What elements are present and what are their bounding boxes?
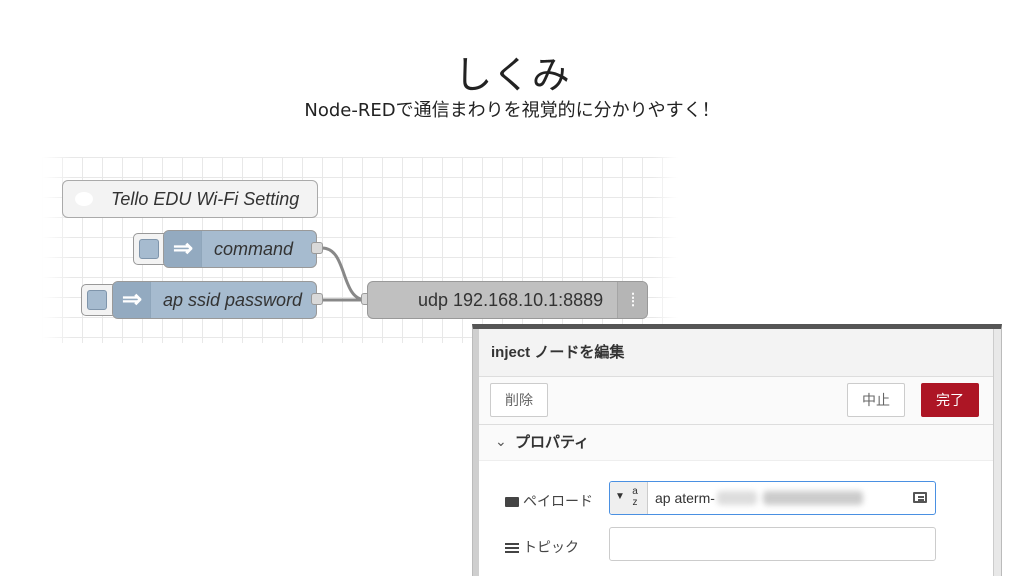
caret-down-icon: ▼ [615, 491, 625, 502]
comment-node[interactable]: Tello EDU Wi-Fi Setting [62, 180, 318, 218]
slide-title: しくみ [454, 53, 570, 97]
udp-signal-icon: ⦙ [617, 282, 647, 318]
slide-subtitle: Node-REDで通信まわりを視覚的に分かりやすく！ [304, 100, 720, 121]
tray-scrollbar[interactable] [993, 329, 1001, 576]
inject-node-label: ap ssid password [163, 290, 303, 310]
done-button[interactable]: 完了 [921, 383, 979, 417]
udp-out-node[interactable]: udp 192.168.10.1:8889 ⦙ [367, 281, 648, 319]
redacted-text [717, 491, 757, 505]
expand-editor-icon[interactable] [913, 492, 927, 503]
inject-node-ap[interactable]: ⇒ ap ssid password [112, 281, 317, 319]
topic-label-text: トピック [523, 539, 579, 555]
output-port-command[interactable] [311, 242, 323, 254]
inject-trigger-button-ap[interactable] [81, 284, 117, 316]
properties-section-header[interactable]: ⌄ プロパティ [479, 425, 993, 461]
chevron-down-icon: ⌄ [495, 433, 507, 449]
payload-label: ペイロード [505, 491, 593, 511]
tray-toolbar: 削除 中止 完了 [479, 377, 993, 425]
envelope-icon [505, 497, 519, 508]
inject-arrow-icon: ⇒ [113, 282, 151, 318]
delete-button[interactable]: 削除 [490, 383, 548, 417]
cancel-button[interactable]: 中止 [847, 383, 905, 417]
payload-value: ap aterm- [655, 490, 715, 506]
tray-edge [473, 329, 479, 576]
inject-node-label: command [214, 239, 294, 259]
tray-title: inject ノードを編集 [491, 344, 625, 361]
topic-input[interactable] [609, 527, 936, 561]
output-port-ap[interactable] [311, 293, 323, 305]
inject-node-command[interactable]: ⇒ command [163, 230, 317, 268]
topic-label: トピック [505, 537, 579, 557]
udp-node-label: udp 192.168.10.1:8889 [418, 290, 604, 310]
inject-arrow-icon: ⇒ [164, 231, 202, 267]
properties-section-label: プロパティ [515, 434, 590, 451]
comment-node-label: Tello EDU Wi-Fi Setting [111, 189, 300, 209]
list-icon [505, 543, 519, 554]
comment-icon [75, 192, 93, 206]
tray-header: inject ノードを編集 [479, 329, 993, 377]
payload-label-text: ペイロード [523, 493, 593, 509]
node-edit-tray: inject ノードを編集 削除 中止 完了 ⌄ プロパティ ペイロード ▼ a… [472, 324, 1002, 576]
redacted-text [763, 491, 863, 505]
